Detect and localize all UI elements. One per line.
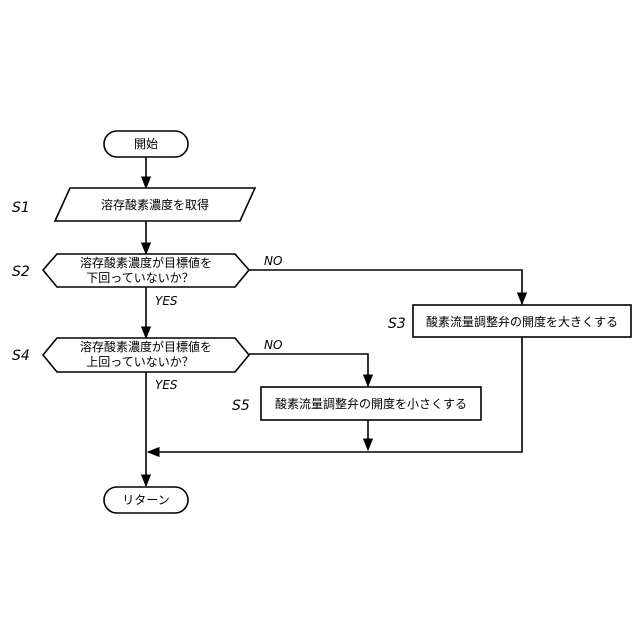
s5-process-node: 酸素流量調整弁の開度を小さくする	[261, 387, 481, 420]
s4-text-line2: 上回っていないか？	[86, 355, 193, 369]
arrow-s2-no-to-s3	[249, 270, 522, 304]
arrow-s4-no-to-s5	[249, 354, 368, 386]
s1-step-id: S1	[12, 200, 30, 216]
s5-step-id: S5	[232, 398, 250, 414]
end-terminal: リターン	[104, 487, 188, 513]
s2-step-id: S2	[12, 264, 30, 280]
s1-input-node: 溶存酸素濃度を取得	[55, 188, 255, 221]
s4-no-label: NO	[264, 338, 282, 352]
start-terminal: 開始	[104, 131, 188, 157]
s2-text-line1: 溶存酸素濃度が目標値を	[80, 255, 212, 270]
s3-text: 酸素流量調整弁の開度を大きくする	[426, 314, 618, 329]
s1-text: 溶存酸素濃度を取得	[101, 197, 209, 212]
end-label: リターン	[122, 493, 169, 507]
s4-yes-label: YES	[155, 378, 178, 392]
s4-step-id: S4	[12, 348, 30, 364]
s5-text: 酸素流量調整弁の開度を小さくする	[275, 396, 467, 411]
s2-yes-label: YES	[155, 294, 178, 308]
s2-decision-node: 溶存酸素濃度が目標値を 下回っていないか？	[43, 254, 249, 287]
start-label: 開始	[134, 137, 158, 151]
s2-text-line2: 下回っていないか？	[86, 271, 193, 285]
s4-text-line1: 溶存酸素濃度が目標値を	[80, 339, 212, 354]
s3-process-node: 酸素流量調整弁の開度を大きくする	[413, 305, 631, 337]
s2-no-label: NO	[264, 254, 282, 268]
s4-decision-node: 溶存酸素濃度が目標値を 上回っていないか？	[43, 338, 249, 372]
s3-step-id: S3	[388, 316, 406, 332]
